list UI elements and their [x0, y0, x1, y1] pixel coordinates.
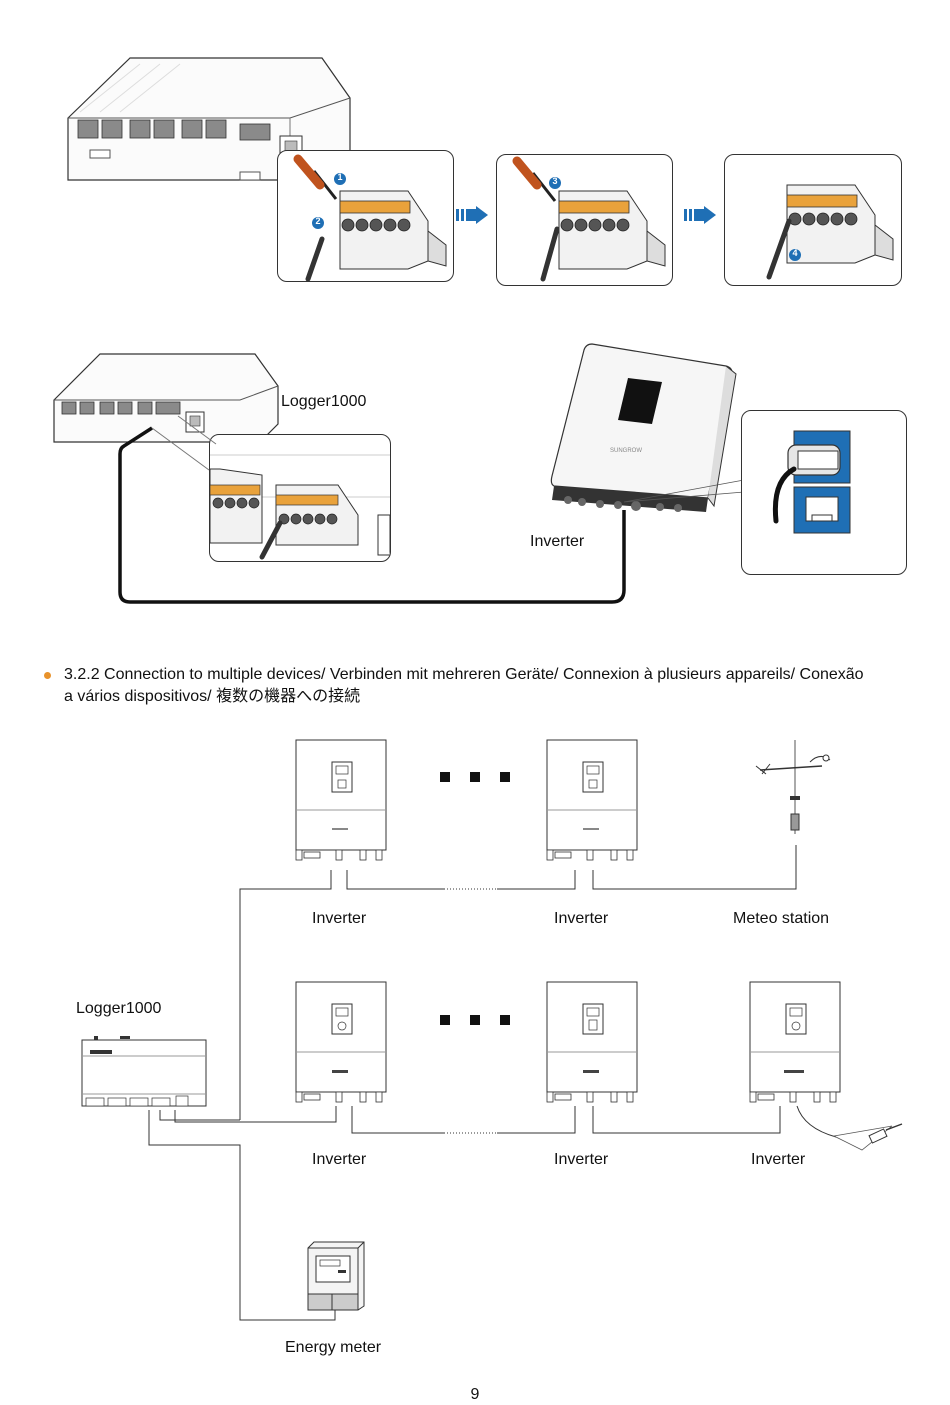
inverter-icon [744, 982, 844, 1106]
meteo-station-label: Meteo station [733, 910, 829, 928]
logger-label: Logger1000 [76, 1000, 161, 1018]
inverter-icon [541, 982, 641, 1106]
inverter-icon [541, 740, 641, 864]
cable-plug-icon [832, 1122, 906, 1154]
inverter-icon [290, 982, 390, 1106]
logger-device-icon [80, 1034, 210, 1112]
ellipsis-icon [440, 1013, 512, 1027]
ellipsis-icon [440, 770, 512, 784]
row1-inverter-label-1: Inverter [312, 910, 366, 928]
row2-inverter-label-3: Inverter [751, 1151, 805, 1169]
page-number: 9 [0, 1386, 950, 1404]
meteo-station-icon [750, 740, 840, 840]
energy-meter-icon [306, 1242, 366, 1312]
row2-inverter-label-1: Inverter [312, 1151, 366, 1169]
inverter-icon [290, 740, 390, 864]
row2-inverter-label-2: Inverter [554, 1151, 608, 1169]
row1-inverter-label-2: Inverter [554, 910, 608, 928]
energy-meter-label: Energy meter [285, 1339, 381, 1357]
